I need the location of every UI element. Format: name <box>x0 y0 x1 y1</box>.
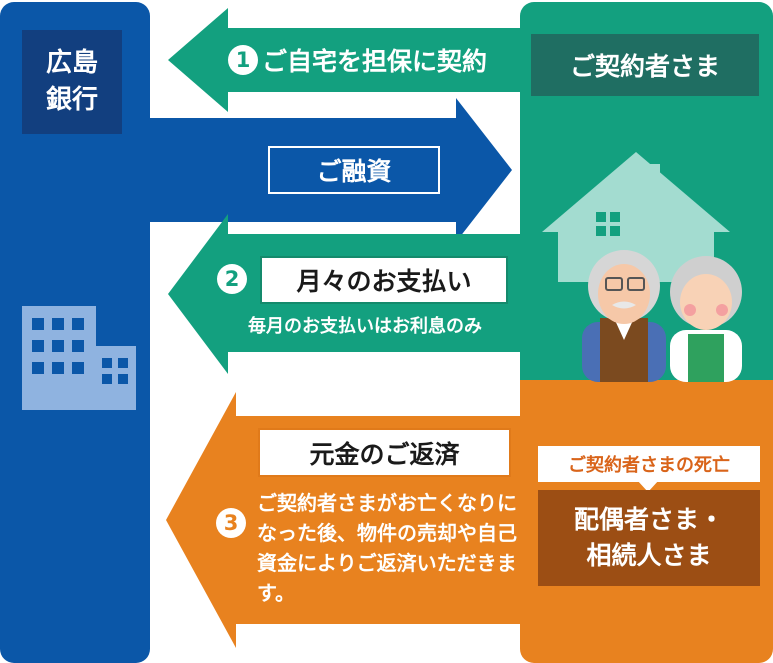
heirs-line2: 相続人さま <box>586 541 712 570</box>
bank-building-icon <box>22 306 136 410</box>
bank-name-line1: 広島 <box>45 48 98 78</box>
repayment-note: ご契約者さまがお亡くなりになった後、物件の売却や自己資金によりご返済いただきます… <box>257 491 517 605</box>
heirs-box: 配偶者さま・ 相続人さま <box>538 490 760 586</box>
step1-number: 1 <box>228 45 258 75</box>
contract-arrow <box>168 8 520 112</box>
step3-number: 3 <box>216 508 246 538</box>
step2-number: 2 <box>217 264 247 294</box>
payment-note: 毎月のお支払いはお利息のみ <box>248 316 482 337</box>
death-event-label: ご契約者さまの死亡 <box>538 446 760 482</box>
bank-name-box: 広島 銀行 <box>22 30 122 134</box>
heirs-line1: 配偶者さま・ <box>573 505 724 534</box>
contract-text: ご自宅を担保に契約 <box>262 47 488 76</box>
contract-label: 1 ご自宅を担保に契約 <box>228 40 487 80</box>
customer-title: ご契約者さま <box>531 34 759 96</box>
loan-label: ご融資 <box>268 146 440 194</box>
bank-name-line2: 銀行 <box>45 85 98 115</box>
payment-label: 月々のお支払い <box>260 256 508 304</box>
repayment-label: 元金のご返済 <box>258 428 511 477</box>
death-event-pointer <box>637 480 659 492</box>
elderly-couple-illustration <box>582 250 742 382</box>
loan-arrow <box>150 98 512 242</box>
